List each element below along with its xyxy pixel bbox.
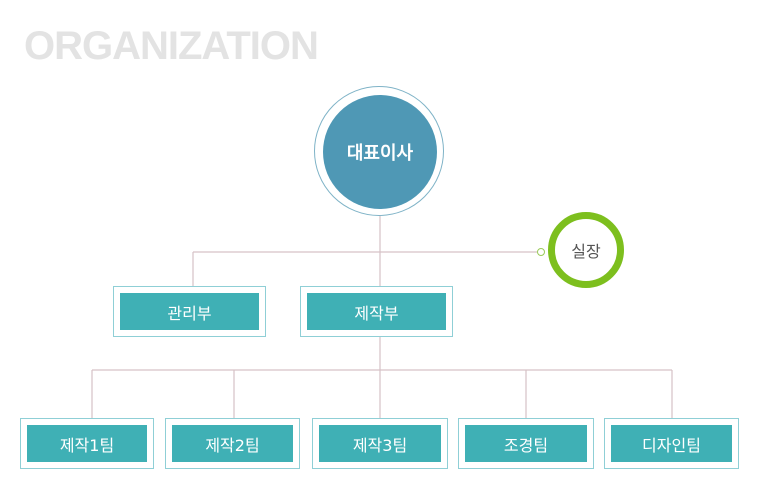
dept-production-label: 제작부: [307, 293, 446, 330]
team-label: 조경팀: [465, 425, 587, 462]
dept-production: 제작부: [300, 286, 453, 337]
team-box: 조경팀: [458, 418, 594, 469]
ceo-node: 대표이사: [323, 95, 437, 209]
team-label: 디자인팀: [611, 425, 732, 462]
team-label: 제작2팀: [172, 425, 293, 462]
dept-admin-label: 관리부: [120, 293, 259, 330]
team-box: 제작2팀: [165, 418, 300, 469]
team-box: 제작1팀: [20, 418, 154, 469]
team-label: 제작3팀: [319, 425, 441, 462]
team-box: 디자인팀: [604, 418, 739, 469]
team-label: 제작1팀: [27, 425, 147, 462]
executive-node: 실장: [548, 212, 624, 288]
page-title: ORGANIZATION: [24, 24, 319, 68]
dept-admin: 관리부: [113, 286, 266, 337]
team-box: 제작3팀: [312, 418, 448, 469]
executive-connector-dot: [537, 248, 545, 256]
